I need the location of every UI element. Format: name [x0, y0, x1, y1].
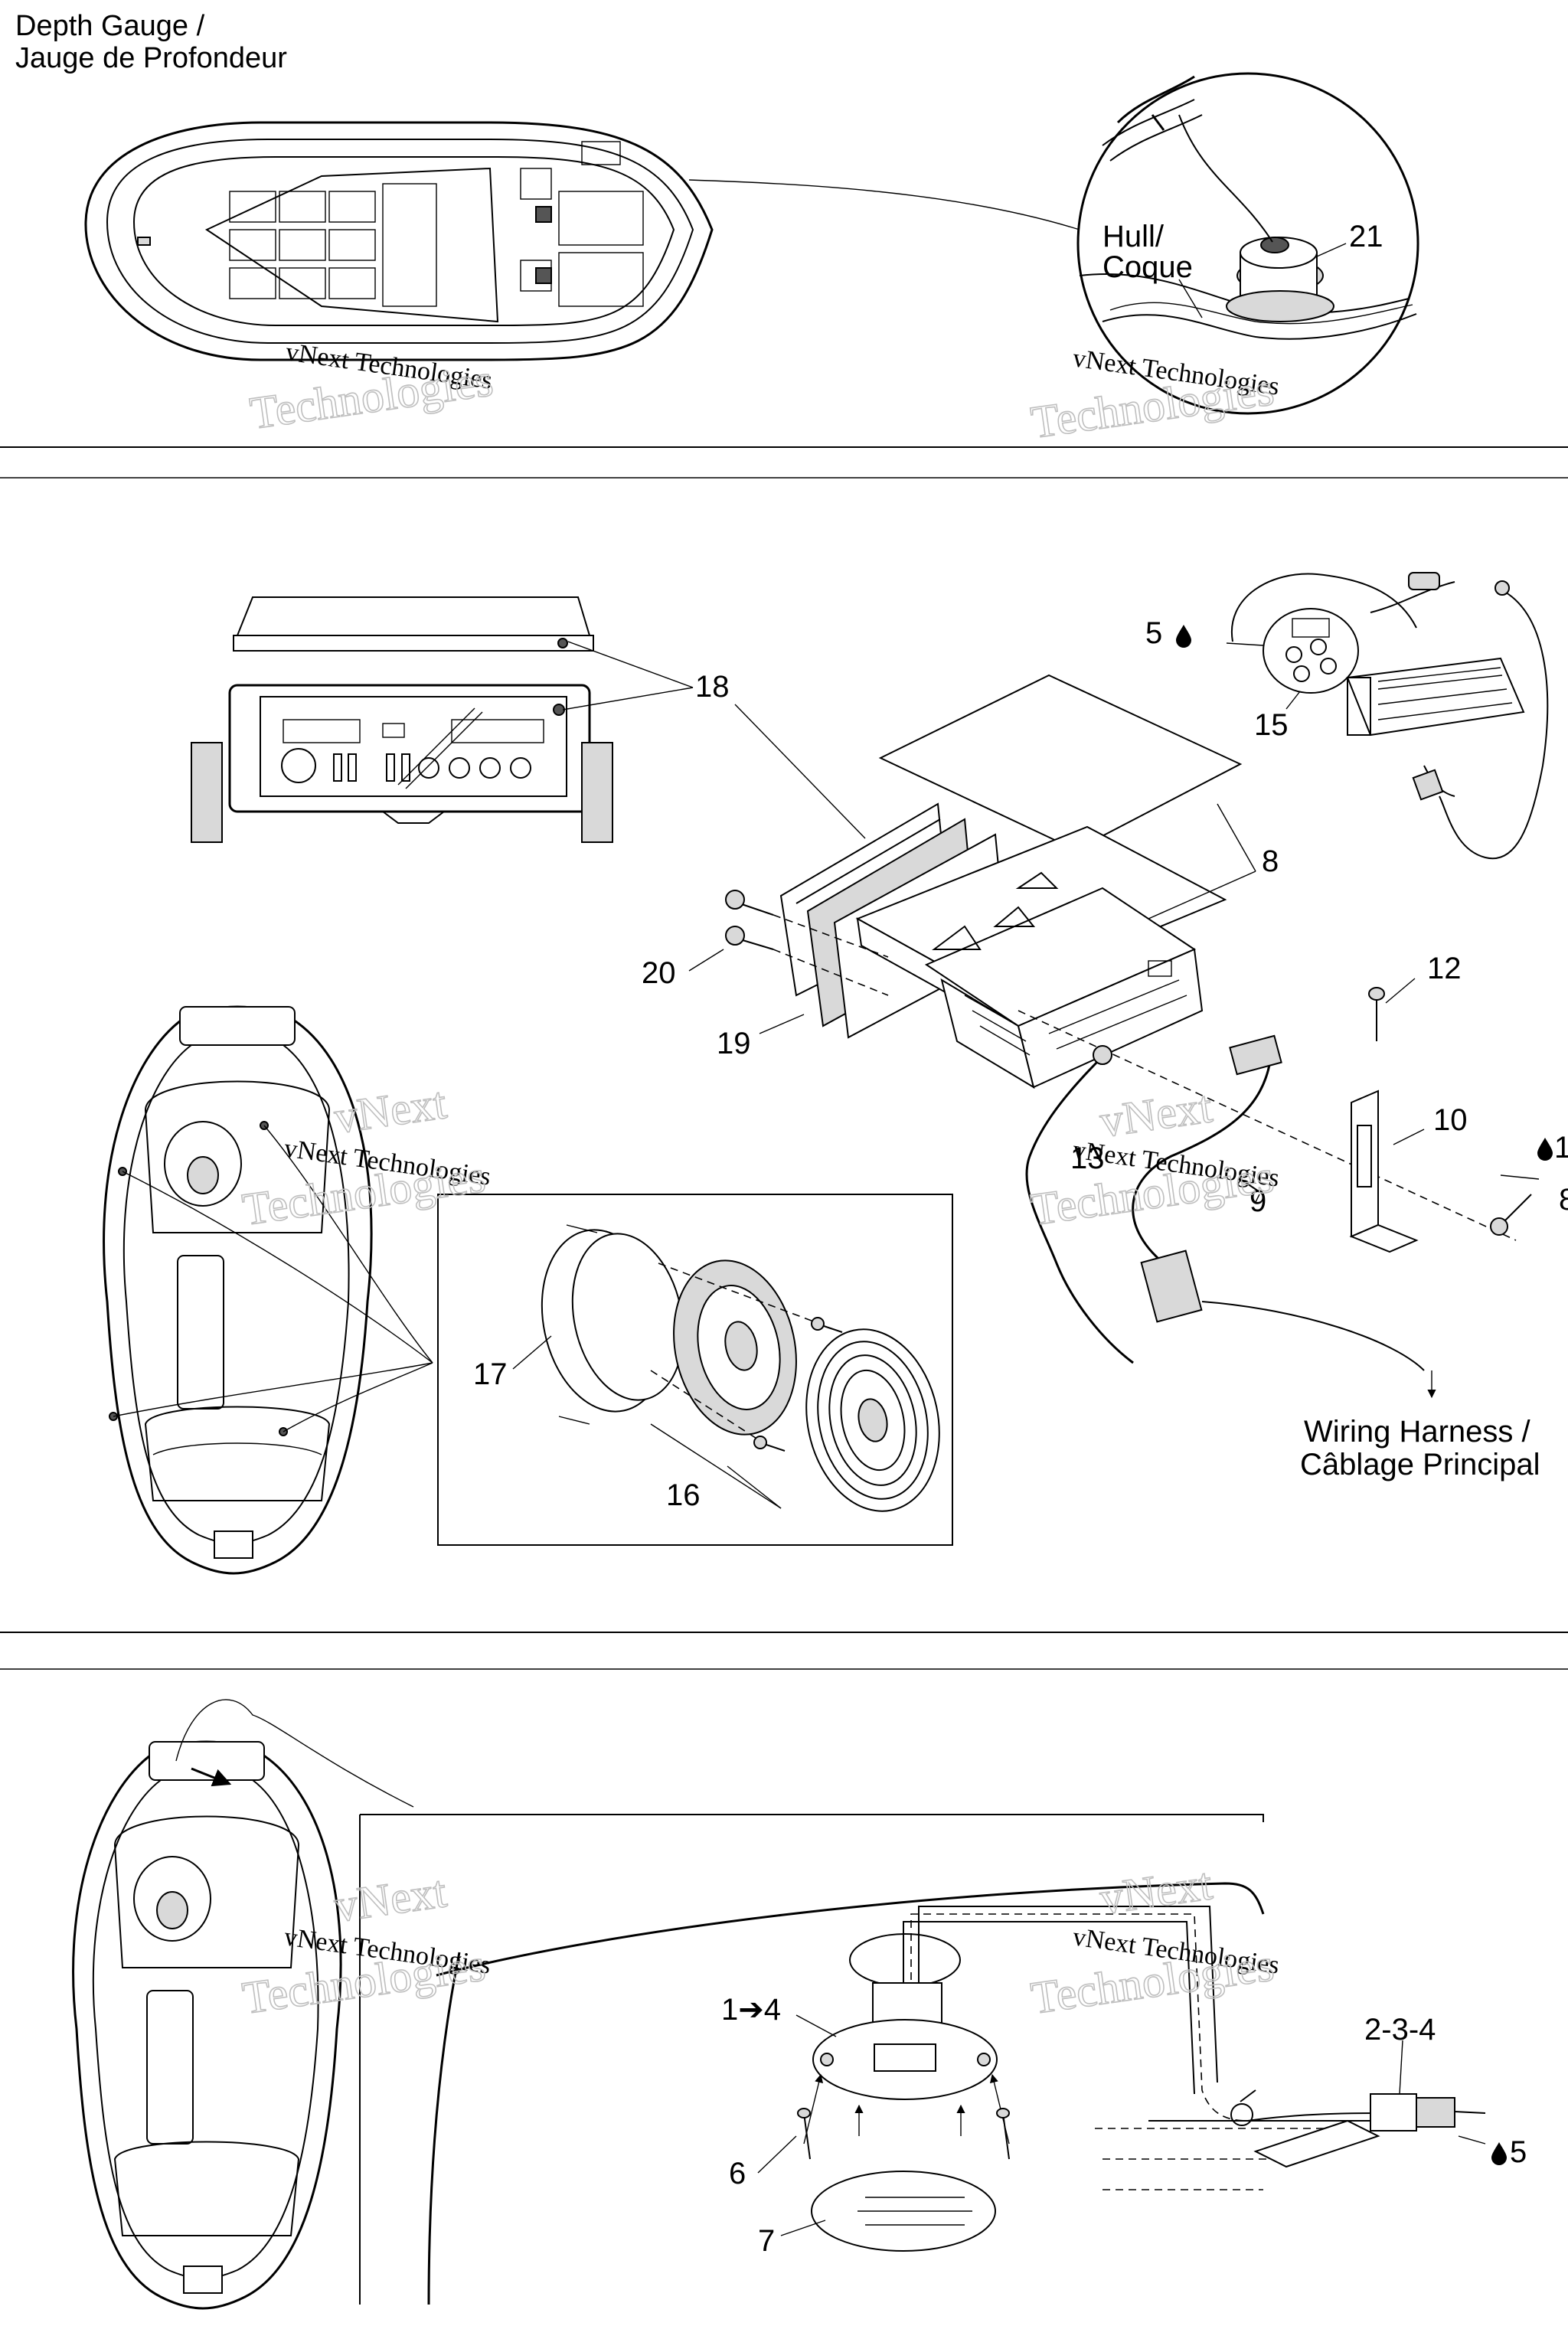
callout-9: 9 [1250, 1184, 1266, 1218]
bracket-assembly [1349, 978, 1540, 1253]
cable-tie-icon [1151, 114, 1165, 131]
callout-13: 13 [1070, 1142, 1105, 1175]
callout-2-3-4: 2-3-4 [1364, 2013, 1436, 2047]
callout-17: 17 [473, 1357, 508, 1391]
label-wiring-harness-line-1: Wiring Harness / [1304, 1415, 1531, 1449]
callout-21: 21 [1349, 220, 1383, 253]
label-hull-line-1: Hull/ [1102, 220, 1165, 253]
drop-icon [1176, 625, 1191, 648]
callout-16: 16 [666, 1478, 701, 1512]
console-top-view [191, 596, 613, 843]
callout-10: 10 [1433, 1103, 1468, 1137]
callout-5: 5 [1145, 616, 1162, 650]
dash-panel [359, 1814, 1486, 2305]
callout-1: 1 [1554, 1131, 1568, 1165]
deck-view-2 [72, 1699, 414, 2310]
label-wiring-harness-line-2: Câblage Principal [1300, 1448, 1540, 1481]
callout-8-b: 8 [1559, 1183, 1568, 1217]
remote-assembly [1226, 572, 1549, 860]
callout-12: 12 [1427, 952, 1462, 985]
watermark-4-top: vNext [1097, 1081, 1216, 1147]
callout-19: 19 [717, 1027, 751, 1060]
watermark-3-top: vNext [332, 1077, 450, 1143]
callout-18: 18 [695, 670, 730, 704]
drop-icon-3 [1491, 2142, 1507, 2165]
deck-view [103, 1005, 433, 1575]
title-line-1: Depth Gauge / [15, 10, 205, 42]
speaker-detail-box [437, 1194, 953, 1546]
title-line-2: Jauge de Profondeur [15, 42, 287, 74]
callout-5-b: 5 [1510, 2135, 1527, 2169]
callout-15: 15 [1254, 708, 1289, 742]
antenna-and-harness [1025, 1034, 1425, 1371]
watermark-5-top: vNext [332, 1866, 450, 1932]
drop-icon-2 [1537, 1138, 1553, 1161]
callout-1-to-4: 1➔4 [721, 1993, 781, 2027]
boat-top-view [84, 121, 1080, 361]
callout-7: 7 [758, 2224, 775, 2258]
label-hull-line-2: Coque [1102, 250, 1193, 284]
watermark-6-top: vNext [1097, 1858, 1216, 1924]
hull-detail-circle [1076, 72, 1419, 415]
callout-6: 6 [729, 2157, 746, 2190]
callout-20: 20 [642, 956, 676, 990]
callout-8: 8 [1262, 844, 1279, 878]
